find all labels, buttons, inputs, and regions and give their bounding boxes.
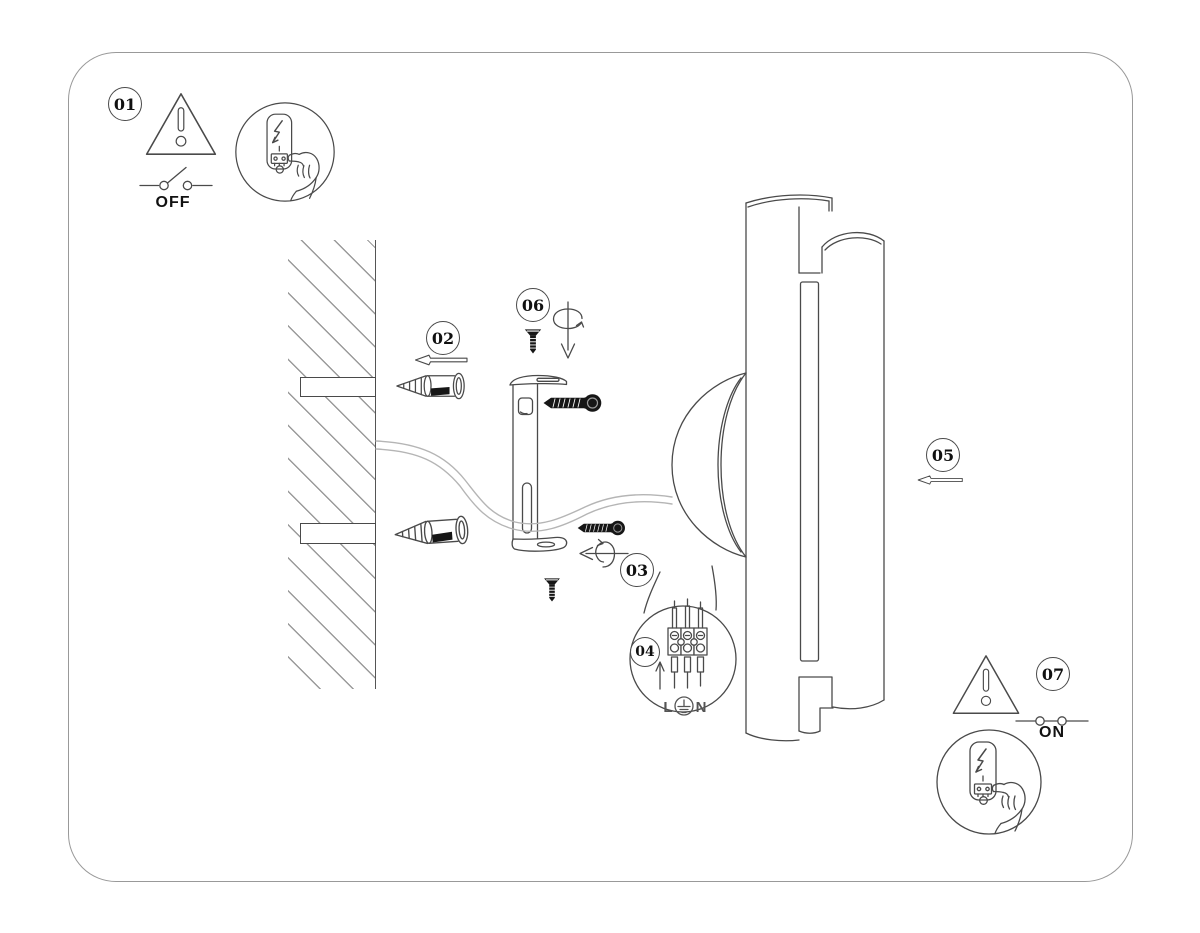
step-07-badge: 07 (1036, 657, 1070, 691)
direction-arrow-05 (916, 473, 964, 487)
terminal-block (667, 627, 708, 656)
step-02-badge: 02 (426, 321, 460, 355)
warning-triangle-1 (142, 89, 220, 160)
press-switch-illustration-on (934, 727, 1044, 837)
countersunk-screw-bottom (542, 576, 562, 602)
lamp-shade (745, 194, 885, 742)
step-03-label: 03 (625, 560, 649, 580)
switch-off-label: OFF (155, 194, 191, 211)
press-switch-illustration-off (233, 100, 337, 204)
switch-open-symbol (139, 166, 213, 191)
mounting-screw-top (542, 392, 602, 414)
step-01-label: 01 (113, 94, 137, 114)
rotate-screw-arrow-06 (552, 301, 585, 359)
lamp-body-mask (747, 198, 885, 714)
step-04-label: 04 (635, 644, 655, 660)
mounting-screw-bottom (572, 519, 630, 537)
direction-arrow-02 (413, 352, 469, 368)
step-03-badge: 03 (620, 553, 654, 587)
wire-direction-arrow (655, 661, 665, 690)
step-04-badge: 04 (630, 637, 660, 667)
switch-on-label: ON (1039, 724, 1065, 741)
step-02-label: 02 (431, 328, 455, 348)
wall-hole-bottom (300, 523, 376, 544)
mounting-bracket (509, 374, 568, 552)
earth-icon (674, 696, 694, 716)
wall-hole-top (300, 377, 376, 397)
lamp-canopy (671, 372, 747, 558)
warning-triangle-2 (949, 651, 1023, 719)
step-01-badge: 01 (108, 87, 142, 121)
terminal-label-live: L (663, 699, 672, 716)
wall-anchor-top (394, 369, 470, 403)
terminal-label-neutral: N (696, 699, 707, 716)
step-06-badge: 06 (516, 288, 550, 322)
terminal-wires-bottom (670, 656, 705, 689)
wall-lamp (671, 194, 885, 742)
countersunk-screw-06 (523, 327, 543, 354)
step-05-label: 05 (931, 445, 955, 465)
power-cable (375, 440, 673, 533)
terminal-wires-top (671, 598, 704, 629)
switch-closed-symbol (1015, 716, 1089, 726)
step-07-label: 07 (1041, 664, 1065, 684)
step-05-badge: 05 (926, 438, 960, 472)
rotate-screw-arrow-03 (579, 538, 629, 568)
step-06-label: 06 (521, 295, 545, 315)
wall-section (288, 240, 376, 689)
page-border (68, 52, 1133, 882)
terminal-detail: L N (629, 565, 737, 716)
